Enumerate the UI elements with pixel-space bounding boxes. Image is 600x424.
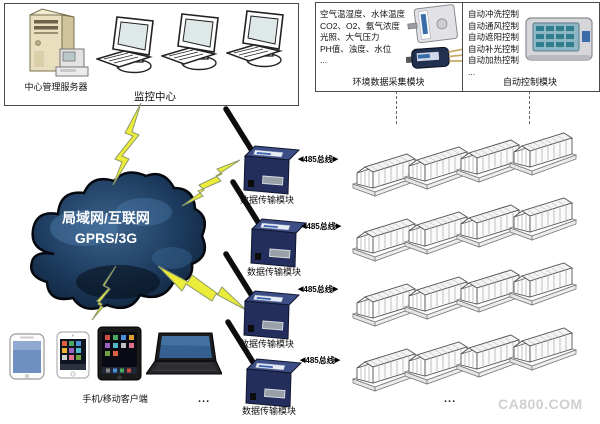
arrow-right-icon: ▶: [332, 286, 339, 293]
sensor-line: PH值、浊度、水位: [320, 43, 392, 54]
arrow-right-icon: ▶: [335, 223, 342, 230]
transmission-module-icon: [223, 251, 301, 340]
sensor-line: ...: [320, 55, 328, 65]
sensor-box-icon: [407, 4, 458, 44]
arrow-left-icon: ◀: [301, 223, 307, 230]
smartphone-icon: [9, 333, 45, 380]
control-line: 自动加热控制: [468, 55, 520, 65]
arrow-left-icon: ◀: [300, 357, 306, 364]
mobile-clients-label: 手机/移动客户端: [82, 394, 148, 404]
sensor-line: 空气温湿度、水体温度: [320, 9, 406, 19]
control-line: 自动冲洗控制: [468, 9, 520, 19]
bus-485-label: ◀ 485总线 ▶: [300, 355, 340, 366]
ipad-icon: [97, 326, 142, 381]
arrow-right-icon: ▶: [334, 357, 341, 364]
env-data-module-label: 环境数据采集模块: [352, 77, 425, 87]
sensor-line: CO2、O2、氨气浓度: [320, 20, 400, 31]
auto-control-label: 自动控制模块: [502, 77, 557, 87]
transmission-module-label: 数据传输模块: [241, 406, 296, 416]
bus-text: 485总线: [303, 285, 333, 294]
cloud-label-line1: 局域网/互联网: [62, 210, 150, 226]
bus-485-label: ◀ 485总线 ▶: [298, 154, 338, 165]
sensor-line: 光照、大气压力: [320, 32, 380, 42]
dashed-connector: [396, 91, 397, 124]
arrow-right-icon: ▶: [332, 156, 339, 163]
bus-text: 485总线: [305, 356, 335, 365]
bus-485-label: ◀ 485总线 ▶: [301, 221, 341, 232]
ellipsis: ...: [444, 393, 457, 405]
greenhouse-field: [352, 132, 577, 392]
control-panel-icon: [525, 17, 593, 61]
server-label: 中心管理服务器: [24, 82, 88, 92]
control-list: 自动冲洗控制 自动通风控制 自动遮阳控制 自动补光控制 自动加热控制 ...: [468, 9, 519, 78]
bus-485-label: ◀ 485总线 ▶: [298, 284, 338, 295]
ellipsis: ...: [198, 393, 211, 405]
transmission-module-label: 数据传输模块: [246, 267, 301, 277]
monitor-icon: [226, 10, 284, 68]
cloud-label-line2: GPRS/3G: [75, 230, 137, 246]
arrow-left-icon: ◀: [298, 156, 304, 163]
sensor-list: 空气温湿度、水体温度 CO2、O2、氨气浓度 光照、大气压力 PH值、浊度、水位…: [320, 9, 405, 67]
monitor-icon: [96, 16, 154, 74]
transmission-module-label: 数据传输模块: [239, 339, 294, 349]
control-line: 自动通风控制: [468, 20, 520, 31]
server-icon: [29, 8, 89, 77]
monitor-icon: [161, 13, 219, 71]
transmission-module-icon: [230, 179, 308, 268]
transmission-module-label: 数据传输模块: [239, 195, 294, 205]
lightning-bolt-icon: [112, 103, 142, 186]
lightning-bolt-icon: [91, 266, 117, 321]
bus-text: 485总线: [306, 222, 336, 231]
sensor-probe-icon: [405, 46, 466, 69]
control-line: 自动遮阳控制: [468, 32, 520, 42]
bus-text: 485总线: [303, 155, 333, 164]
transmission-module-icon: [223, 106, 301, 195]
monitoring-center-label: 监控中心: [134, 91, 176, 103]
watermark: CA800.COM: [498, 396, 583, 412]
network-cloud: 局域网/互联网 GPRS/3G: [30, 171, 207, 310]
dashed-connector: [529, 91, 530, 124]
arrow-left-icon: ◀: [298, 286, 304, 293]
iphone-icon: [56, 331, 90, 379]
control-line: 自动补光控制: [468, 43, 520, 54]
transmission-module-icon: [225, 319, 303, 408]
control-line: ...: [468, 66, 476, 77]
lightning-bolt-icon: [181, 159, 241, 207]
laptop-icon: [146, 332, 222, 375]
